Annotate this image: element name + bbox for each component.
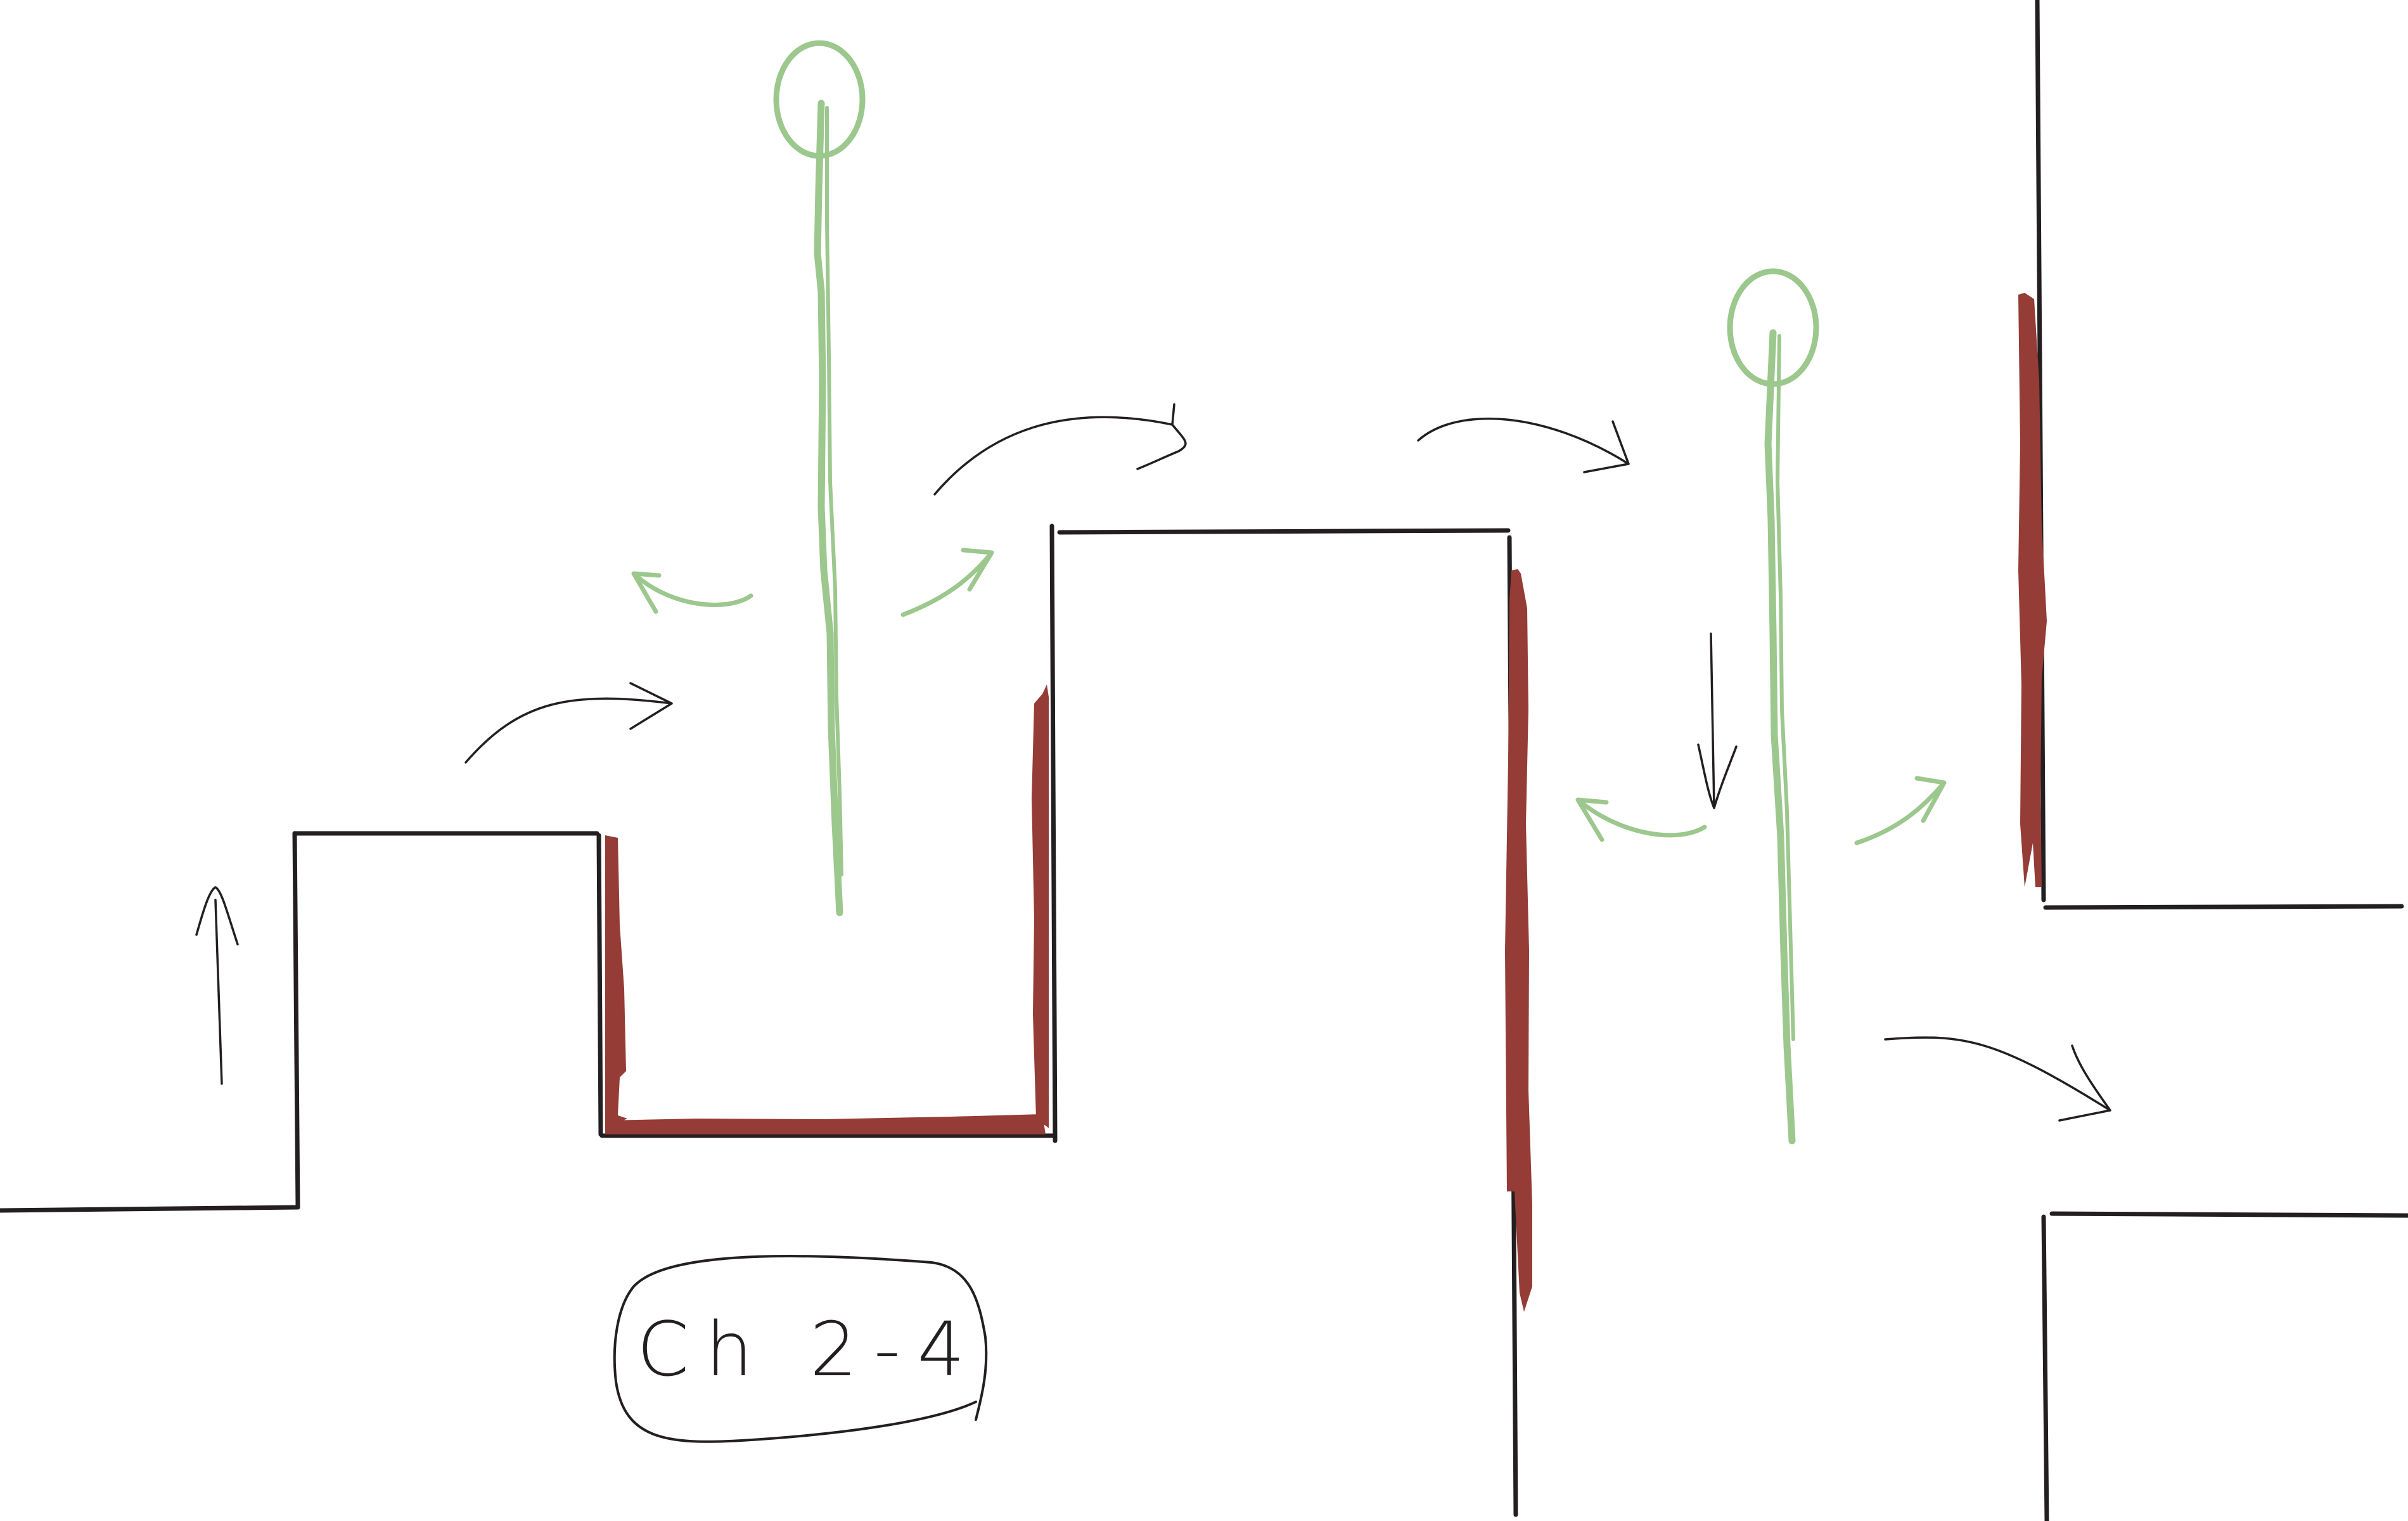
arrow-leap-gap [1417, 417, 1630, 473]
right-lower-wall [2041, 1214, 2049, 1521]
grapple-pole-left-thick [825, 106, 843, 876]
swing-arrow-right-b [1854, 776, 1947, 845]
arrow-up-start [195, 886, 239, 1085]
pit-left-wall [596, 833, 603, 1137]
floor-left [0, 1205, 300, 1213]
right-upper-ledge [2043, 904, 2404, 910]
swing-arrow-right-a [1575, 797, 1707, 842]
right-wall-hazard [2018, 293, 2047, 887]
hazards [605, 293, 2047, 1312]
grapple-point-right [1575, 268, 1947, 1145]
arrow-jump-tower [933, 403, 1187, 496]
pit-hazard-right [1032, 684, 1049, 1128]
step-left-wall [292, 831, 300, 1210]
tower-hazard [1505, 569, 1532, 1312]
swing-arrow-left-a [631, 571, 753, 614]
level-label: Ch 2-4 [613, 1255, 988, 1443]
arrow-exit [1884, 1036, 2111, 1122]
label-bubble [613, 1255, 988, 1443]
grapple-pole-left [814, 99, 843, 916]
pit-hazard-floor [605, 1114, 1046, 1134]
pit-hazard-left [605, 835, 627, 1128]
right-lower-ledge [2049, 1211, 2408, 1218]
swing-arrow-left-b [900, 548, 994, 617]
grapple-pole-right-thick [1776, 334, 1795, 1041]
right-upper-wall [2035, 0, 2046, 902]
pit-right-wall [1049, 523, 1058, 1143]
level-label-text: Ch 2-4 [637, 1306, 981, 1393]
tower-top [1057, 528, 1511, 535]
grapple-pole-right [1764, 329, 1796, 1145]
movement-arrows [195, 403, 2111, 1122]
grapple-point-left [631, 40, 994, 916]
arrow-jump-pit [464, 682, 673, 764]
arrow-drop-down [1697, 632, 1738, 809]
